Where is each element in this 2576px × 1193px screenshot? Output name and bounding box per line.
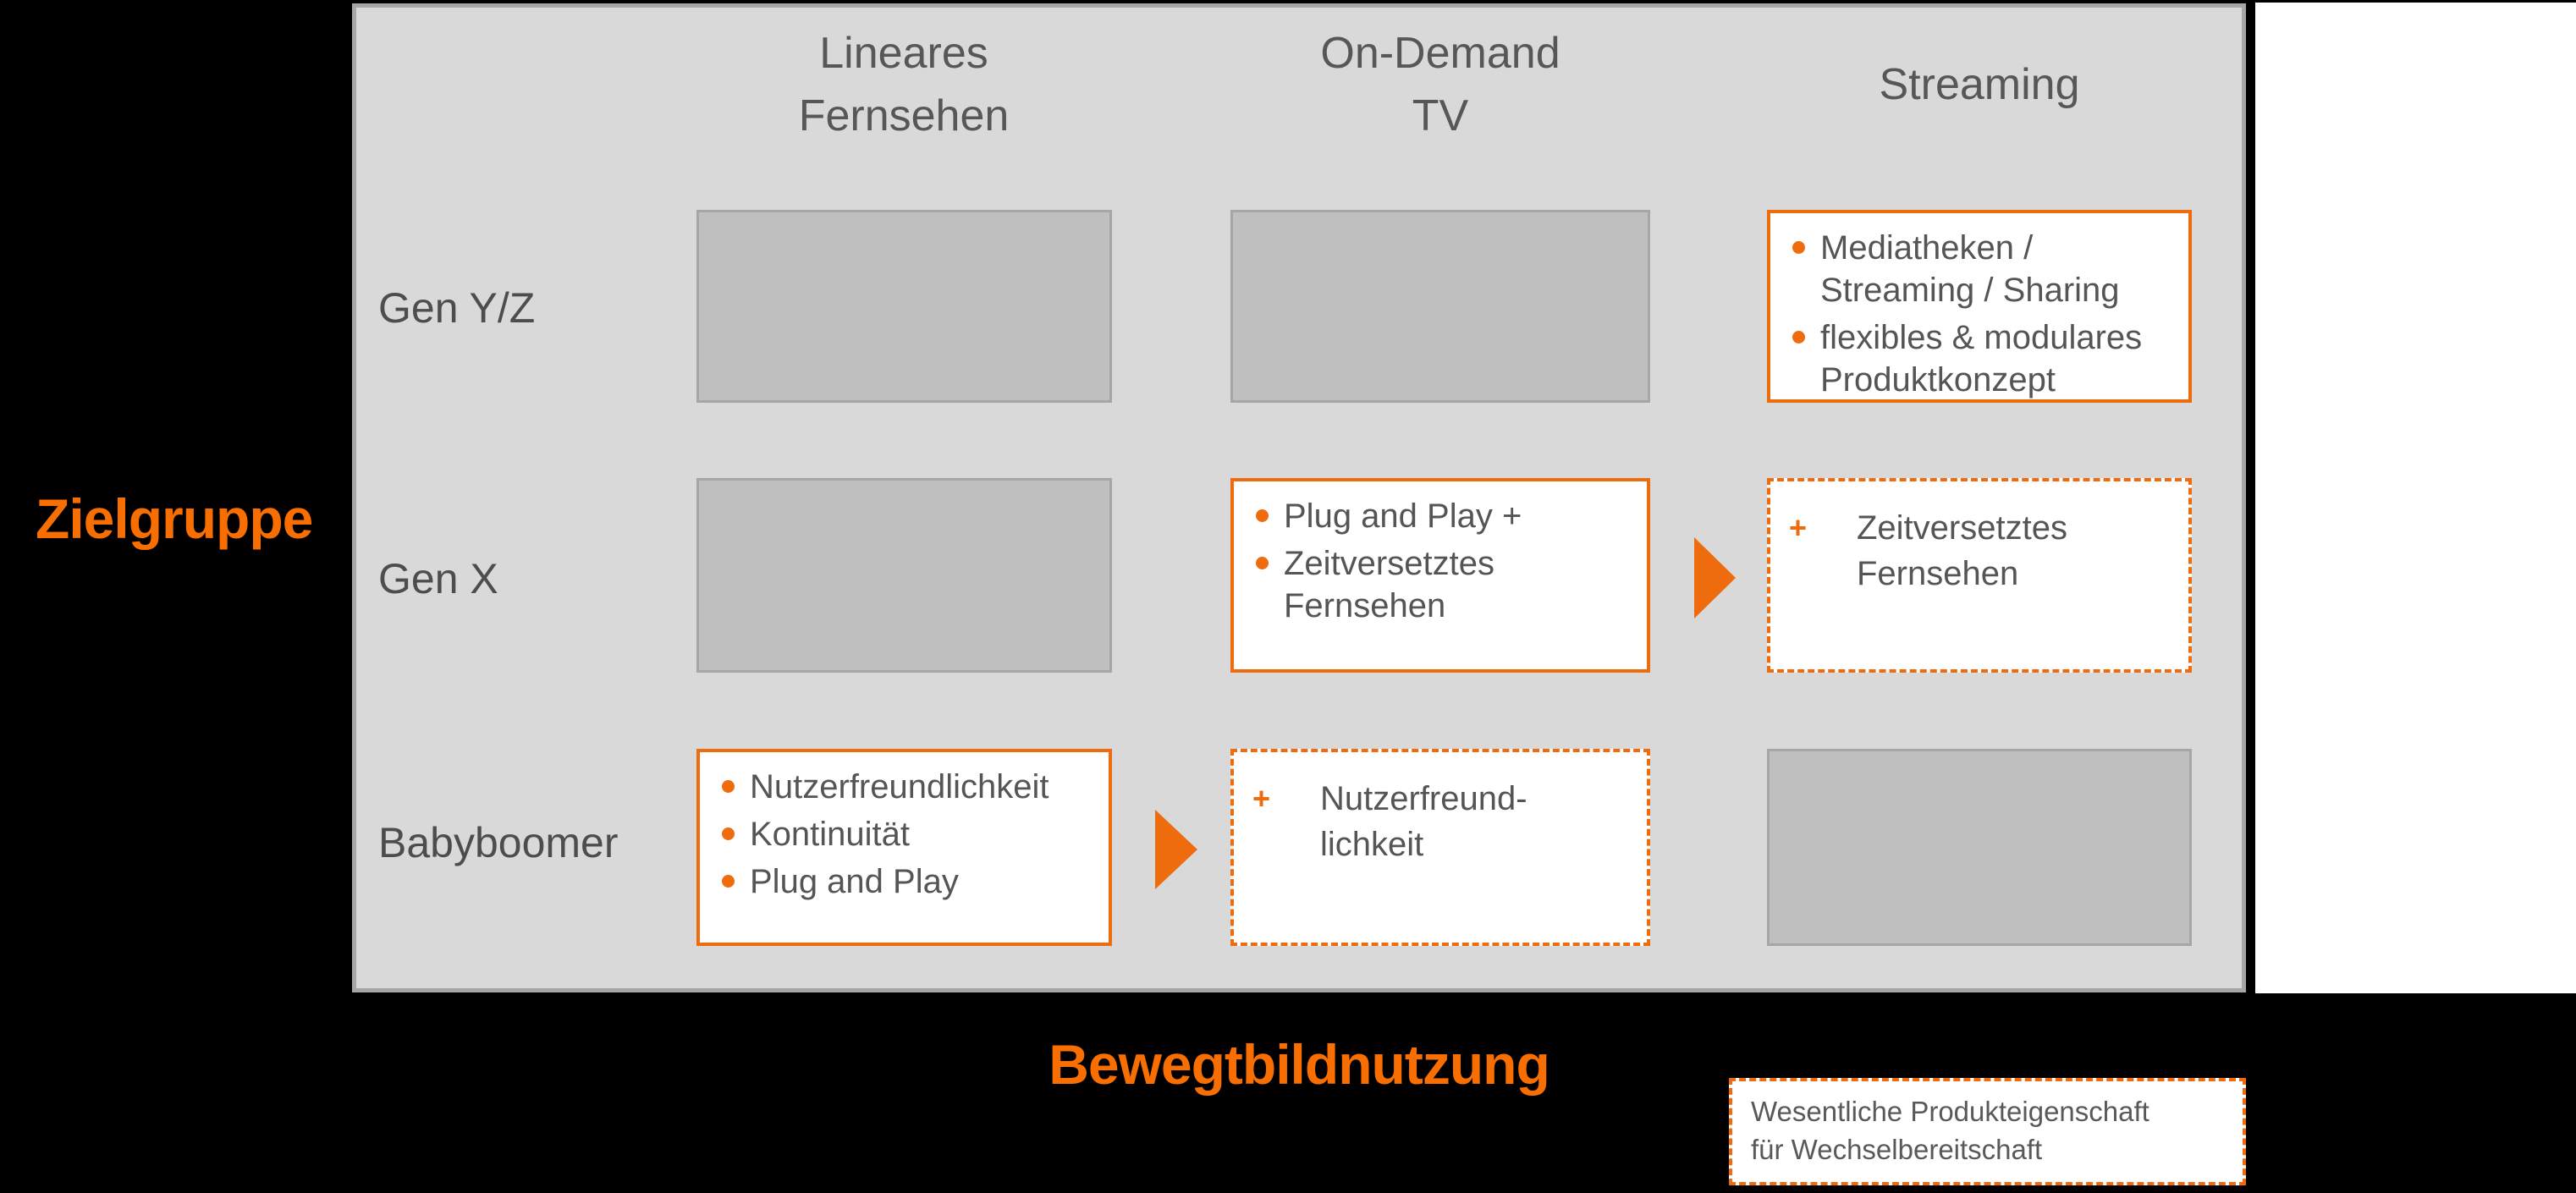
bullet-icon [722, 780, 735, 793]
cell-babyboomer-ondemand-dashed: + Nutzerfreund- lichkeit [1230, 749, 1650, 946]
bullet-list: Mediatheken / Streaming / Sharing flexib… [1770, 213, 2188, 399]
bullet-icon [1256, 509, 1269, 522]
x-axis-label: Bewegtbildnutzung [1049, 1033, 1550, 1096]
plus-text: Zeitversetztes Fernsehen [1857, 509, 2067, 592]
bullet-item: Kontinuität [722, 813, 1097, 855]
bullet-icon [1256, 557, 1269, 569]
column-header-line: TV [1412, 91, 1469, 140]
legend-text-line: Wesentliche Produkteigenschaft [1751, 1096, 2149, 1127]
cell-gen-yz-lineares-placeholder [696, 210, 1112, 403]
cell-babyboomer-streaming-placeholder [1767, 749, 2192, 946]
bullet-text: Mediatheken / Streaming / Sharing [1820, 229, 2120, 309]
bullet-item: Plug and Play + [1256, 495, 1635, 537]
y-axis-label: Zielgruppe [36, 487, 313, 550]
legend-text-line: für Wechselbereitschaft [1751, 1134, 2043, 1165]
cell-gen-x-lineares-placeholder [696, 478, 1112, 673]
bullet-text: Nutzerfreundlichkeit [750, 768, 1049, 805]
plus-icon: + [1789, 510, 1808, 545]
column-header-line: Streaming [1879, 60, 2080, 109]
bullet-item: Nutzerfreundlichkeit [722, 766, 1097, 808]
right-margin-area [2255, 3, 2576, 993]
cell-gen-x-streaming-dashed: + Zeitversetztes Fernsehen [1767, 478, 2192, 673]
bullet-icon [722, 827, 735, 840]
row-label-gen-x: Gen X [378, 555, 498, 602]
bullet-icon [1792, 241, 1805, 254]
column-header-lineares-fernsehen: Lineares Fernsehen [692, 22, 1115, 147]
column-header-ondemand-tv: On-Demand TV [1229, 22, 1652, 147]
bullet-icon [722, 875, 735, 888]
plus-text: Nutzerfreund- lichkeit [1320, 780, 1527, 863]
row-label-babyboomer: Babyboomer [378, 819, 619, 866]
column-header-line: Lineares [819, 29, 988, 78]
column-header-streaming: Streaming [1768, 22, 2191, 147]
plus-row: + Zeitversetztes Fernsehen [1770, 481, 2188, 596]
bullet-icon [1792, 331, 1805, 344]
cell-gen-yz-ondemand-placeholder [1230, 210, 1650, 403]
bullet-item: Plug and Play [722, 860, 1097, 903]
plus-icon: + [1252, 781, 1271, 816]
column-header-line: Fernsehen [798, 91, 1010, 140]
bullet-text: Plug and Play + [1284, 498, 1522, 535]
legend-box: Wesentliche Produkteigenschaft für Wechs… [1729, 1078, 2246, 1185]
arrow-right-icon [1155, 810, 1197, 889]
bullet-item: Zeitversetztes Fernsehen [1256, 542, 1635, 627]
bullet-text: Plug and Play [750, 863, 959, 900]
bullet-item: Mediatheken / Streaming / Sharing [1792, 227, 2177, 311]
bullet-text: flexibles & modulares Produktkonzept [1820, 319, 2143, 399]
bullet-list: Plug and Play + Zeitversetztes Fernsehen [1234, 481, 1647, 627]
bullet-text: Zeitversetztes Fernsehen [1284, 545, 1494, 624]
row-label-gen-yz: Gen Y/Z [378, 284, 536, 332]
cell-babyboomer-lineares: Nutzerfreundlichkeit Kontinuität Plug an… [696, 749, 1112, 946]
cell-gen-x-ondemand: Plug and Play + Zeitversetztes Fernsehen [1230, 478, 1650, 673]
bullet-text: Kontinuität [750, 816, 911, 853]
bullet-list: Nutzerfreundlichkeit Kontinuität Plug an… [700, 752, 1109, 903]
arrow-right-icon [1694, 537, 1736, 618]
cell-gen-yz-streaming: Mediatheken / Streaming / Sharing flexib… [1767, 210, 2192, 403]
bullet-item: flexibles & modulares Produktkonzept [1792, 316, 2177, 399]
column-header-line: On-Demand [1320, 29, 1560, 78]
plus-row: + Nutzerfreund- lichkeit [1234, 752, 1647, 867]
